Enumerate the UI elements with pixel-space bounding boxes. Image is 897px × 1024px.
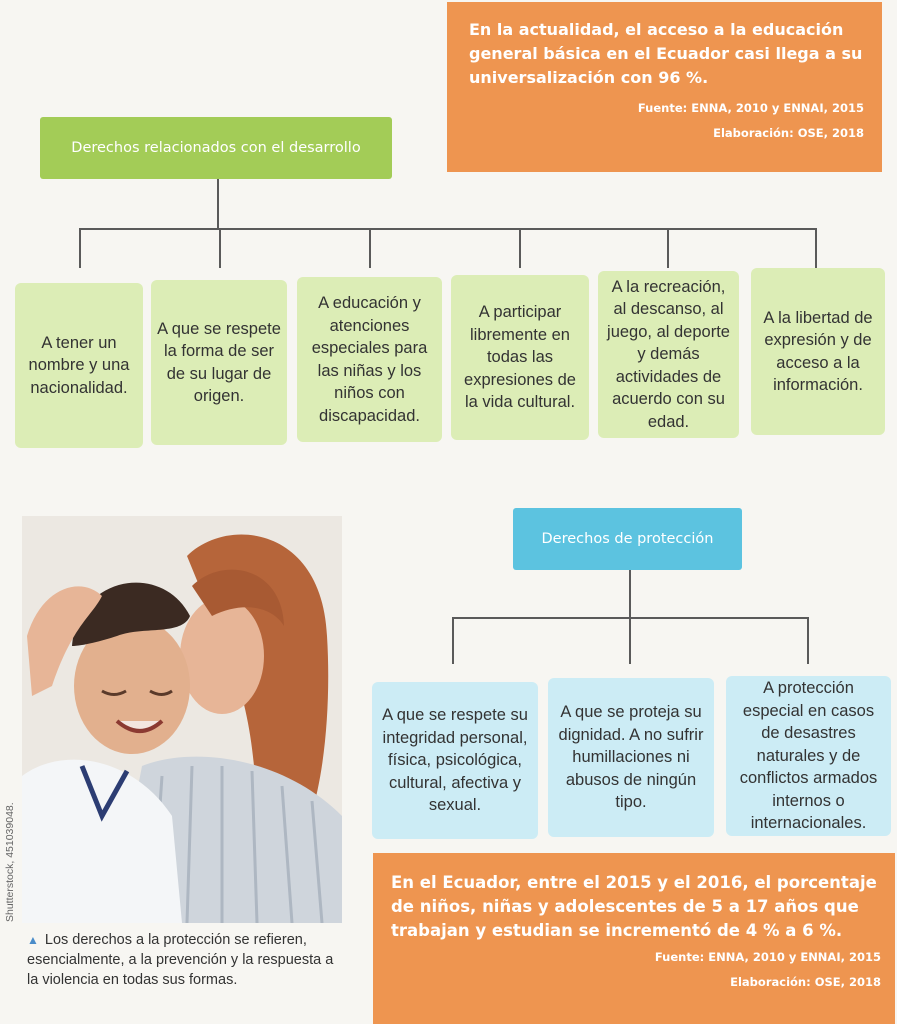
bottom-info-source: Fuente: ENNA, 2010 y ENNAI, 2015 <box>654 950 881 964</box>
development-card-text: A la recreación, al descanso, al juego, … <box>607 277 730 431</box>
dev-bar-line <box>79 228 816 230</box>
development-card-text: A participar libremente en todas las exp… <box>464 303 576 412</box>
protection-card: A que se proteja su dignidad. A no sufri… <box>548 678 714 837</box>
top-info-box: En la actualidad, el acceso a la educaci… <box>447 2 882 172</box>
protection-card: A que se respete su integridad personal,… <box>372 682 538 839</box>
development-card: A tener un nombre y una nacionalidad. <box>15 283 143 448</box>
dev-drop-6 <box>815 228 817 268</box>
bottom-info-elaboration: Elaboración: OSE, 2018 <box>730 975 881 989</box>
protection-card-text: A que se respete su integridad personal,… <box>382 706 528 815</box>
dev-drop-5 <box>667 228 669 268</box>
development-header: Derechos relacionados con el desarrollo <box>40 117 392 179</box>
development-card-text: A educación y atenciones especiales para… <box>311 294 428 425</box>
dev-drop-2 <box>219 228 221 268</box>
photo-caption-block: ▲Los derechos a la protección se refiere… <box>27 930 345 990</box>
development-card: A la libertad de expresión y de acceso a… <box>751 268 885 435</box>
protection-card-text: A protección especial en casos de desast… <box>739 679 878 833</box>
top-info-elaboration: Elaboración: OSE, 2018 <box>713 126 864 140</box>
protection-card: A protección especial en casos de desast… <box>726 676 891 836</box>
prot-drop-3 <box>807 617 809 664</box>
development-card-text: A que se respete la forma de ser de su l… <box>157 319 281 406</box>
top-info-source: Fuente: ENNA, 2010 y ENNAI, 2015 <box>637 101 864 115</box>
dev-trunk-line <box>217 179 219 229</box>
development-card-text: A la libertad de expresión y de acceso a… <box>763 308 873 395</box>
development-card: A participar libremente en todas las exp… <box>451 275 589 440</box>
mother-son-photo <box>22 516 342 923</box>
prot-drop-2 <box>629 617 631 664</box>
development-card: A la recreación, al descanso, al juego, … <box>598 271 739 438</box>
dev-drop-4 <box>519 228 521 268</box>
protection-header: Derechos de protección <box>513 508 742 570</box>
prot-trunk-line <box>629 570 631 618</box>
dev-drop-3 <box>369 228 371 268</box>
photo-credit: Shutterstock, 451039048. <box>4 802 16 922</box>
bottom-info-text: En el Ecuador, entre el 2015 y el 2016, … <box>391 873 877 940</box>
development-card: A que se respete la forma de ser de su l… <box>151 280 287 445</box>
dev-drop-1 <box>79 228 81 268</box>
photo-caption: Los derechos a la protección se refieren… <box>27 932 334 988</box>
caption-triangle-icon: ▲ <box>27 933 39 947</box>
top-info-text: En la actualidad, el acceso a la educaci… <box>469 20 863 87</box>
protection-card-text: A que se proteja su dignidad. A no sufri… <box>558 703 704 812</box>
prot-drop-1 <box>452 617 454 664</box>
development-card-text: A tener un nombre y una nacionalidad. <box>28 333 130 397</box>
development-card: A educación y atenciones especiales para… <box>297 277 442 442</box>
bottom-info-box: En el Ecuador, entre el 2015 y el 2016, … <box>373 853 895 1024</box>
prot-bar-line <box>452 617 809 619</box>
